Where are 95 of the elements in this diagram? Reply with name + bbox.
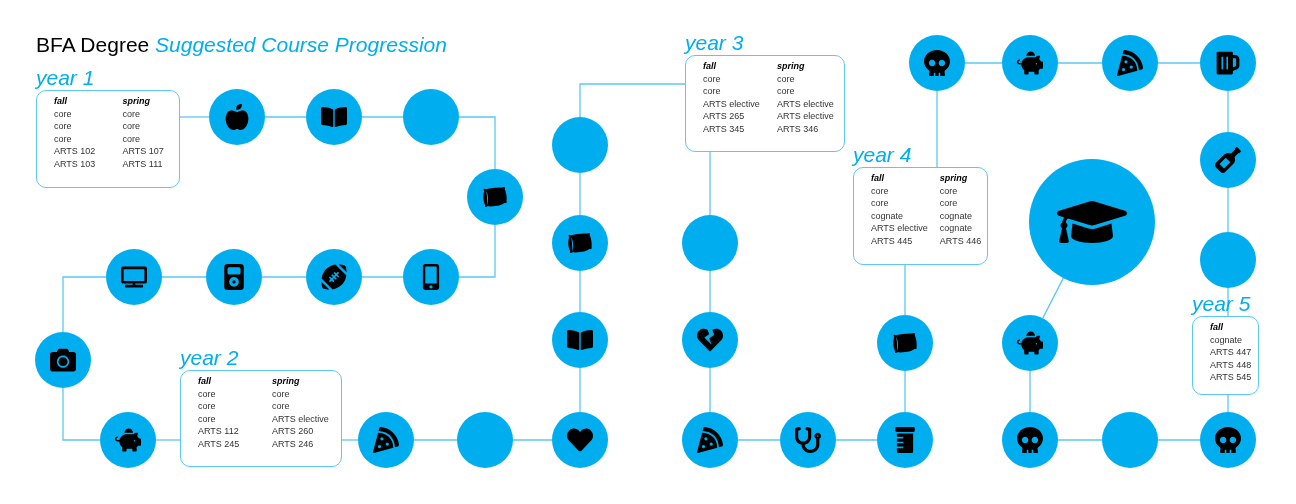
course-name: core [272, 400, 291, 413]
semester-heading: spring [777, 60, 806, 73]
course-name: core [777, 85, 796, 98]
course-name: cognate [939, 222, 973, 235]
semester-heading: spring [272, 375, 301, 388]
course-name: ARTS 103 [54, 157, 97, 171]
connector-line [579, 270, 581, 313]
course-name: cognate [871, 209, 905, 223]
course-name: core [777, 72, 796, 86]
semester-heading: spring [122, 95, 151, 108]
course-name: ARTS 448 [1210, 358, 1252, 372]
connector-line [579, 367, 581, 413]
connector-line [1029, 370, 1031, 413]
connector-line [1157, 62, 1201, 64]
course-name: ARTS 446 [939, 234, 983, 248]
connector-line [1157, 439, 1201, 441]
semester-heading: spring [939, 172, 969, 185]
connector-line [835, 439, 878, 441]
year-heading: year 3 [685, 31, 744, 55]
course-name: core [54, 132, 73, 146]
course-name: core [939, 184, 959, 198]
semester-heading: fall [198, 375, 212, 388]
course-name: ARTS 445 [871, 234, 914, 248]
course-name: core [54, 107, 73, 121]
connector-line [62, 387, 101, 441]
course-name: core [198, 412, 217, 426]
connector-line [904, 264, 906, 316]
course-name: ARTS 447 [1210, 346, 1252, 359]
connector-line [709, 367, 711, 413]
connector-line [1057, 62, 1103, 64]
course-name: core [198, 387, 217, 401]
year-heading: year 4 [853, 143, 912, 167]
connector-line [155, 439, 181, 441]
course-name: core [122, 120, 141, 133]
course-name: cognate [939, 209, 973, 223]
connector-line [1227, 187, 1229, 233]
connector-line [161, 276, 207, 278]
semester-heading: fall [703, 60, 717, 73]
connector-line [1042, 277, 1064, 319]
connector-line [579, 83, 686, 118]
course-name: ARTS elective [272, 412, 330, 426]
semester-heading: fall [54, 95, 68, 108]
course-name: ARTS 265 [703, 110, 746, 123]
course-name: ARTS elective [703, 97, 761, 111]
connector-line [1057, 439, 1103, 441]
connector-line [1227, 394, 1229, 413]
course-name: ARTS 112 [198, 425, 240, 438]
course-name: ARTS 111 [122, 157, 164, 171]
course-name: ARTS 102 [54, 145, 97, 158]
course-name: core [871, 184, 890, 198]
semester-heading: fall [871, 172, 885, 185]
course-name: ARTS 345 [703, 122, 746, 136]
connector-line [261, 276, 307, 278]
course-name: ARTS 346 [777, 122, 820, 136]
course-name: ARTS 107 [122, 145, 165, 158]
connector-line [1227, 90, 1229, 133]
connector-line [579, 172, 581, 216]
course-name: ARTS elective [871, 222, 928, 235]
connector-line [62, 276, 107, 333]
title: BFA Degree Suggested Course Progression [36, 32, 447, 58]
course-name: core [939, 197, 959, 210]
course-name: core [703, 72, 722, 86]
connector-line [709, 270, 711, 313]
connector-line [361, 276, 404, 278]
semester-heading: fall [1210, 321, 1224, 334]
connector-line [964, 62, 1003, 64]
course-name: ARTS 245 [198, 437, 241, 451]
connector-line [737, 439, 781, 441]
course-name: core [703, 85, 722, 98]
course-name: core [122, 107, 141, 121]
course-name: ARTS 545 [1210, 371, 1252, 384]
course-name: ARTS 246 [272, 437, 315, 451]
connector-line [936, 90, 938, 168]
connector-line [179, 116, 210, 118]
course-name: ARTS elective [777, 110, 835, 123]
connector-line [458, 116, 496, 170]
course-name: core [272, 387, 291, 401]
course-name: cognate [1210, 333, 1244, 347]
course-name: ARTS elective [777, 97, 835, 111]
course-name: core [54, 120, 73, 133]
connector-line [341, 439, 359, 441]
year-heading: year 2 [180, 346, 239, 370]
year-heading: year 1 [36, 66, 95, 90]
connector-line [512, 439, 553, 441]
course-name: core [122, 132, 141, 146]
connector-line [904, 370, 906, 413]
connector-line [264, 116, 307, 118]
course-name: ARTS 260 [272, 425, 315, 438]
connector-line [361, 116, 404, 118]
connector-line [413, 439, 458, 441]
course-name: core [198, 400, 217, 413]
year-heading: year 5 [1192, 292, 1251, 316]
course-name: core [871, 197, 890, 210]
connector-line [709, 151, 711, 216]
connector-line [458, 224, 496, 278]
